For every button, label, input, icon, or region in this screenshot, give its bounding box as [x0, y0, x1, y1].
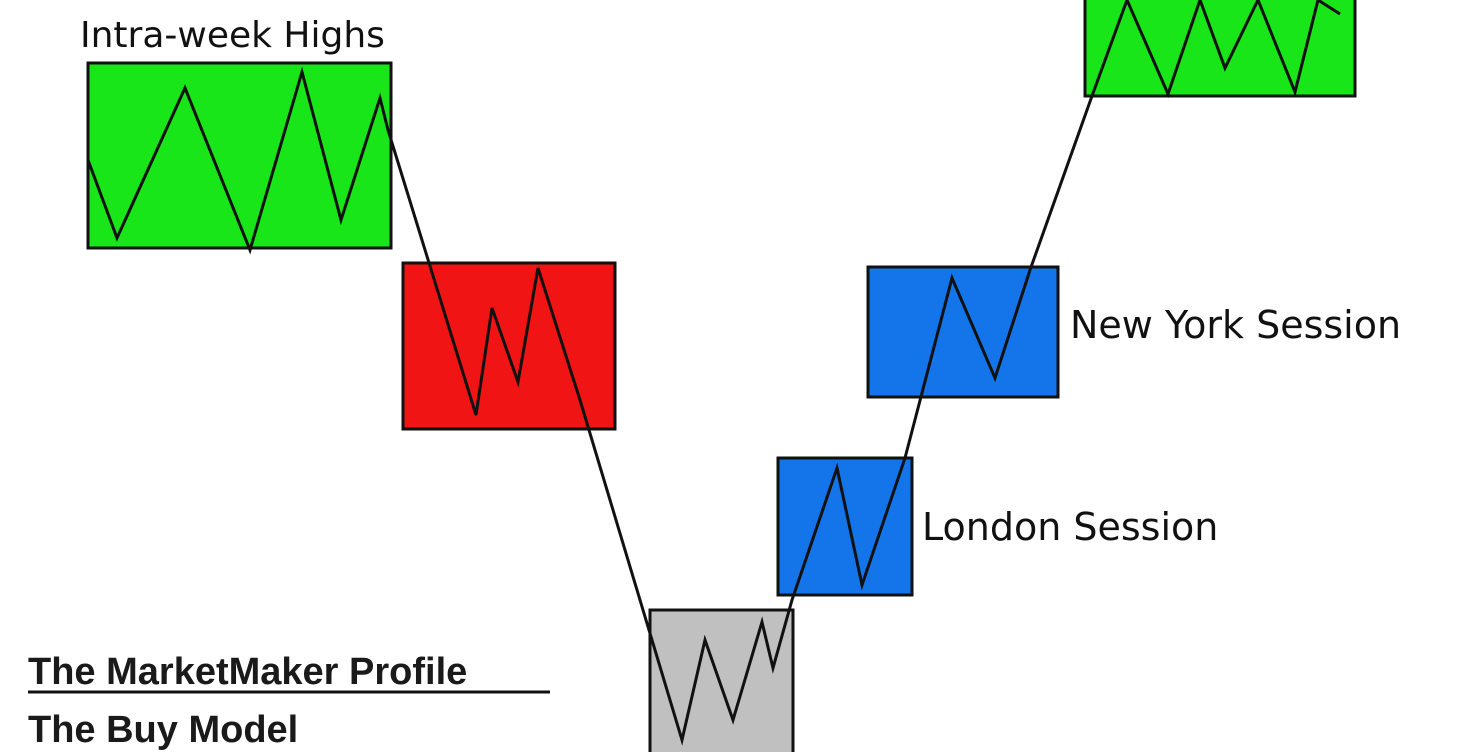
price-path-line — [86, 0, 1341, 746]
new-york-session-box — [866, 265, 1060, 399]
accumulation-gray-box — [648, 608, 795, 752]
new-york-session-label: New York Session — [1070, 303, 1401, 347]
distribution-red-box — [401, 261, 617, 431]
intra-week-lows-target-box — [1083, 0, 1357, 98]
london-session-box — [776, 456, 914, 597]
london-session-label: London Session — [922, 505, 1218, 549]
intra-week-highs-label: Intra-week Highs — [80, 15, 385, 56]
page-subtitle: The Buy Model — [28, 709, 298, 751]
page-title: The MarketMaker Profile — [28, 651, 467, 693]
